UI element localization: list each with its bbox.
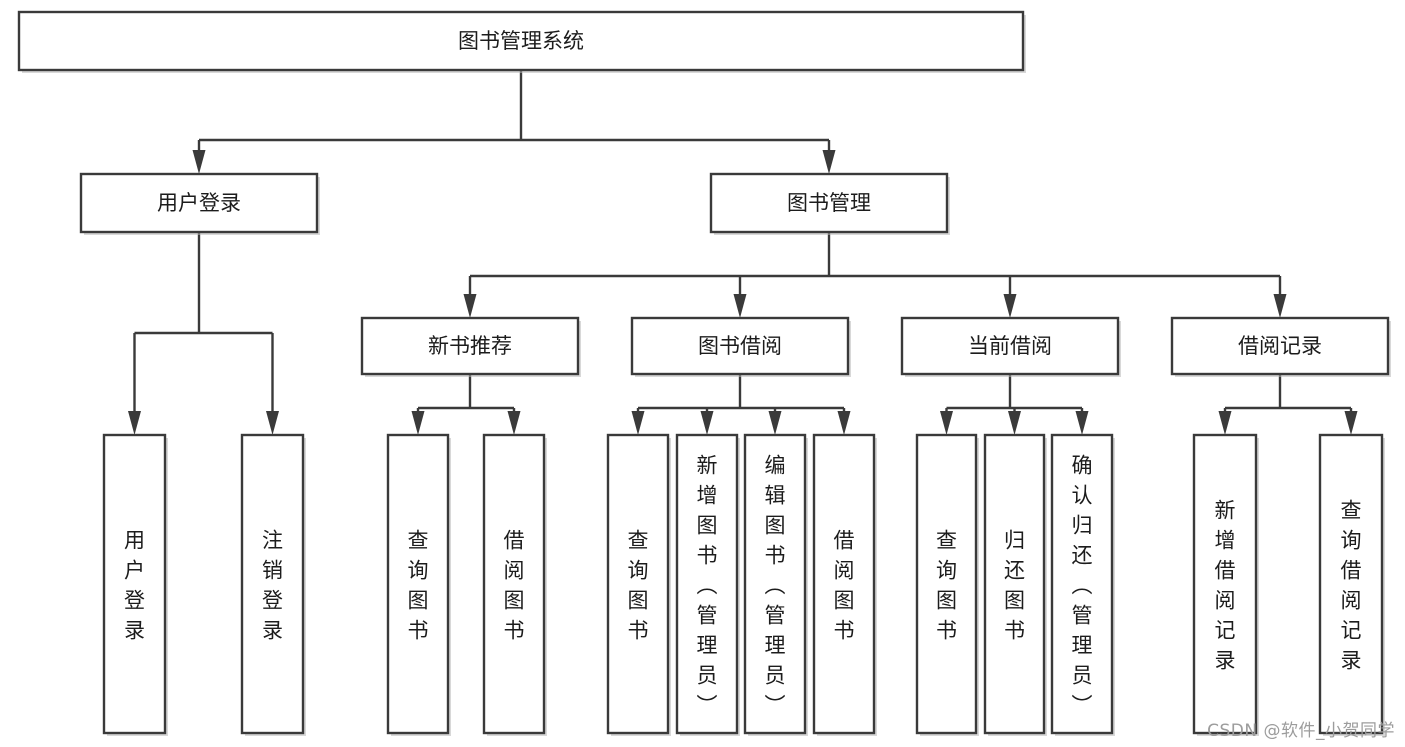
node-label: 借阅图书 <box>504 528 525 642</box>
node-label: 当前借阅 <box>968 334 1052 358</box>
node-leaf-user-logout[interactable]: 注销登录 <box>240 433 306 736</box>
node-label: 图书管理 <box>787 191 871 215</box>
node-leaf-confirm-return-admin[interactable]: 确认归还︵管理员︶ <box>1050 433 1115 736</box>
node-root[interactable]: 图书管理系统 <box>17 10 1026 73</box>
node-label: 归还图书 <box>1004 528 1025 642</box>
edge-new-book-recommend-leaf-query-book-rec-arrowhead <box>411 411 425 435</box>
node-current-borrow[interactable]: 当前借阅 <box>900 316 1121 377</box>
node-borrow-record[interactable]: 借阅记录 <box>1170 316 1391 377</box>
edge-book-borrow-leaf-query-book-borrow-arrowhead <box>631 411 645 435</box>
connector-layer <box>128 70 1358 435</box>
edge-root-book-manage-arrowhead <box>822 150 836 174</box>
node-label: 注销登录 <box>262 528 283 642</box>
edge-bm-new-book-recommend-arrowhead <box>463 294 477 318</box>
node-leaf-return-book[interactable]: 归还图书 <box>983 433 1047 736</box>
node-label: 新增图书︵管理员︶ <box>697 453 718 717</box>
edge-current-borrow-leaf-confirm-return-admin-arrowhead <box>1075 411 1089 435</box>
node-label: 查询图书 <box>628 528 649 642</box>
edge-bm-book-borrow-arrowhead <box>733 294 747 318</box>
edge-book-borrow-leaf-add-book-admin-arrowhead <box>700 411 714 435</box>
edge-current-borrow-leaf-query-book-cur-arrowhead <box>940 411 953 435</box>
node-label: 图书借阅 <box>698 334 782 358</box>
node-label: 查询图书 <box>408 528 429 642</box>
edge-borrow-record-leaf-query-borrow-record-arrowhead <box>1344 411 1358 435</box>
node-leaf-add-book-admin[interactable]: 新增图书︵管理员︶ <box>675 433 740 736</box>
edge-root-user-login-arrowhead <box>192 150 206 174</box>
node-label: 新增借阅记录 <box>1215 498 1236 672</box>
edge-bm-borrow-record-arrowhead <box>1273 294 1287 318</box>
edge-current-borrow-leaf-return-book-arrowhead <box>1008 411 1021 435</box>
edge-new-book-recommend-leaf-borrow-book-rec-arrowhead <box>507 411 521 435</box>
edge-ul-leaf-user-login-arrowhead <box>128 411 141 435</box>
node-label: 用户登录 <box>124 528 145 642</box>
edge-book-borrow-leaf-edit-book-admin-arrowhead <box>768 411 782 435</box>
node-label: 查询借阅记录 <box>1341 498 1362 672</box>
node-book-borrow[interactable]: 图书借阅 <box>630 316 851 377</box>
node-book-manage[interactable]: 图书管理 <box>709 172 950 235</box>
node-label: 查询图书 <box>936 528 957 642</box>
node-layer: 图书管理系统用户登录图书管理新书推荐图书借阅当前借阅借阅记录用户登录注销登录查询… <box>17 10 1391 736</box>
csdn-watermark: CSDN @软件_小贺同学 <box>1207 721 1395 741</box>
node-leaf-query-borrow-record[interactable]: 查询借阅记录 <box>1318 433 1385 736</box>
node-leaf-add-borrow-record[interactable]: 新增借阅记录 <box>1192 433 1259 736</box>
node-label: 图书管理系统 <box>458 29 584 53</box>
node-leaf-query-book-rec[interactable]: 查询图书 <box>386 433 451 736</box>
node-leaf-borrow-book[interactable]: 借阅图书 <box>812 433 877 736</box>
node-leaf-query-book-borrow[interactable]: 查询图书 <box>606 433 671 736</box>
node-label: 新书推荐 <box>428 334 512 358</box>
node-new-book-recommend[interactable]: 新书推荐 <box>360 316 581 377</box>
node-label: 借阅图书 <box>834 528 855 642</box>
node-leaf-edit-book-admin[interactable]: 编辑图书︵管理员︶ <box>743 433 808 736</box>
edge-borrow-record-leaf-add-borrow-record-arrowhead <box>1218 411 1232 435</box>
node-user-login[interactable]: 用户登录 <box>79 172 320 235</box>
node-label: 确认归还︵管理员︶ <box>1072 453 1093 717</box>
node-leaf-query-book-cur[interactable]: 查询图书 <box>915 433 979 736</box>
node-leaf-user-login[interactable]: 用户登录 <box>102 433 168 736</box>
node-label: 用户登录 <box>157 191 241 215</box>
edge-ul-leaf-user-logout-arrowhead <box>266 411 279 435</box>
node-label: 借阅记录 <box>1238 334 1322 358</box>
edge-book-borrow-leaf-borrow-book-arrowhead <box>837 411 851 435</box>
node-label: 编辑图书︵管理员︶ <box>765 453 786 717</box>
edge-bm-current-borrow-arrowhead <box>1003 294 1017 318</box>
node-leaf-borrow-book-rec[interactable]: 借阅图书 <box>482 433 547 736</box>
